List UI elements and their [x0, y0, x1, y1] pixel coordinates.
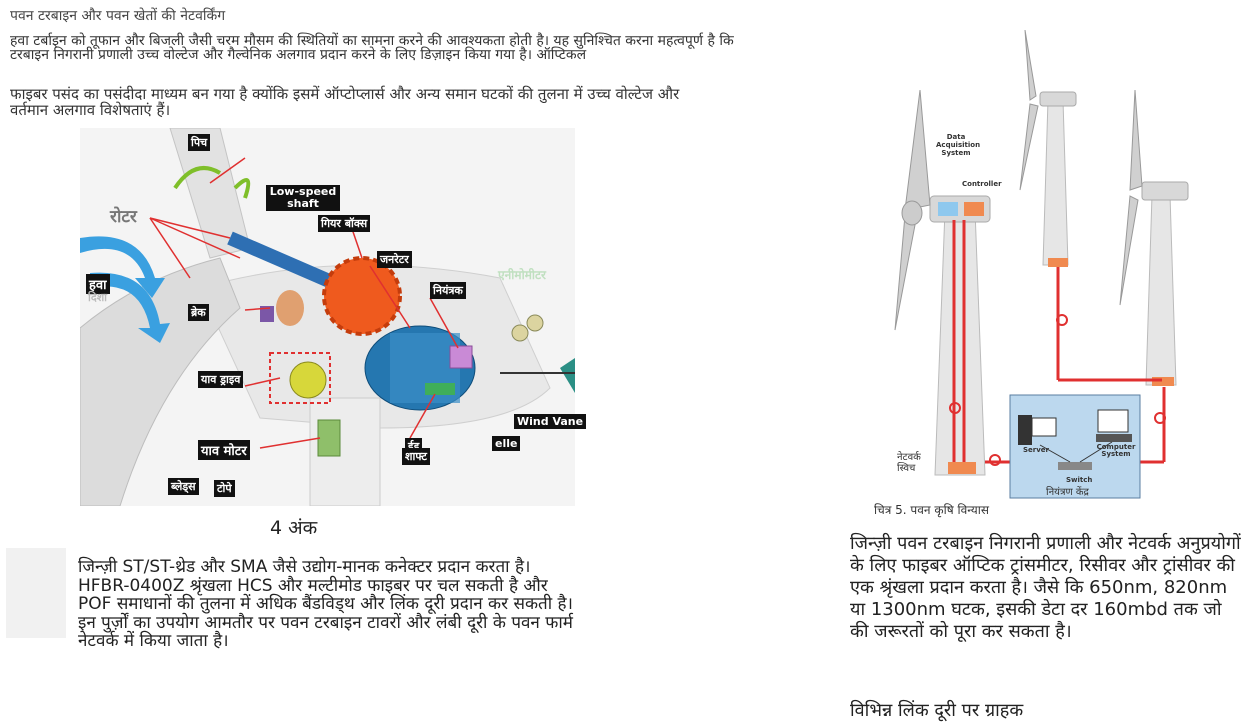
turbine-3-blade-top	[1129, 89, 1143, 191]
tower-3-shape	[1145, 194, 1177, 386]
label-high-speed-shaft: शाफ्ट	[402, 448, 430, 465]
link-server-switch	[1039, 444, 1071, 463]
turbine-1-blade-bottom	[894, 213, 916, 331]
label-brake: ब्रेक	[188, 304, 209, 321]
turbine-1-blade-top	[904, 89, 931, 211]
server-monitor-shape	[1031, 417, 1057, 437]
label-wind: हवा	[86, 274, 110, 294]
server-tower-shape	[1018, 415, 1032, 445]
wind-vane-shape	[560, 358, 575, 393]
high-speed-shaft-shape	[425, 383, 455, 395]
label-yaw-motor: याव मोटर	[198, 440, 250, 460]
wind-farm-illustration	[894, 29, 1189, 499]
turbine-2-blade-top	[1024, 29, 1037, 101]
anemometer-cup-shape	[526, 314, 544, 332]
tower-2-port-shape	[1048, 258, 1068, 267]
label-yaw-drive: याव ड्राइव	[198, 371, 244, 388]
turbine-2-blade-bottom	[1019, 103, 1039, 191]
pitch-arrow-shape-2	[233, 178, 251, 199]
tower-3-port-shape	[1152, 377, 1174, 386]
nacelle-2-shape	[1039, 91, 1077, 107]
switch-device-shape	[1058, 462, 1092, 470]
controller-box-shape	[964, 202, 984, 216]
intro-paragraph: हवा टर्बाइन को तूफान और बिजली जैसी चरम म…	[10, 33, 734, 63]
turbine-1-hub	[901, 200, 923, 226]
daq-box-shape	[938, 202, 958, 216]
label-server: Server	[1023, 446, 1050, 454]
fiber-loop-1	[949, 402, 961, 414]
yaw-drive-outline	[269, 352, 331, 404]
controller-box-shape	[449, 345, 473, 369]
label-switch: Switch	[1066, 476, 1093, 484]
label-controller: Controller	[962, 180, 1002, 188]
computer-keyboard-shape	[1096, 434, 1132, 442]
label-nacelle: elle	[492, 436, 521, 451]
decorative-watermark	[6, 548, 66, 638]
figure-5-wind-farm-diagram: Data Acquisition System Controller नेटवर…	[880, 29, 1215, 502]
brake-disc-shape	[276, 290, 304, 326]
wind-arrow-shape	[80, 236, 165, 298]
label-network-switch: नेटवर्क स्विच	[897, 452, 921, 474]
label-pitch: पिच	[188, 134, 211, 151]
tower-2-shape	[1042, 99, 1069, 266]
tower-shape	[309, 397, 381, 507]
label-computer-system: Computer System	[1096, 443, 1136, 458]
tower-1-shape	[934, 209, 986, 476]
link-distance-subheading: विभिन्न लिंक दूरी पर ग्राहक	[850, 700, 1024, 721]
pitch-arrow-shape	[173, 166, 222, 190]
computer-monitor-shape	[1097, 409, 1129, 433]
figure-4-nacelle-diagram: पिच रोटर Low-speed shaft गियर बॉक्स जनरे…	[79, 127, 587, 507]
fiber-loop-2	[989, 454, 1001, 466]
label-controller: नियंत्रक	[430, 282, 466, 299]
label-blades: ब्लेड्स	[168, 478, 199, 495]
turbine-3-blade-bottom	[1119, 195, 1139, 306]
label-low-speed-shaft: Low-speed shaft	[266, 185, 340, 211]
label-tower: टोपे	[214, 480, 235, 497]
yaw-gear-shape	[289, 361, 327, 399]
label-anemometer: एनीमोमीटर	[498, 268, 546, 282]
link-computer-switch	[1079, 441, 1113, 463]
label-wind-vane: Wind Vane	[514, 414, 587, 429]
network-switch-shape	[948, 462, 976, 474]
wind-arrow-shape-2	[90, 272, 170, 343]
figure-4-caption: 4 अंक	[270, 517, 318, 539]
figure-5-caption: चित्र 5. पवन कृषि विन्यास	[874, 503, 989, 517]
nacelle-3-shape	[1141, 181, 1189, 201]
label-wind-direction: दिशा	[88, 291, 108, 304]
fiber-loop-4	[1154, 412, 1166, 424]
gearbox-gear-shape	[322, 256, 402, 336]
label-daq: Data Acquisition System	[936, 133, 981, 157]
label-generator: जनरेटर	[377, 251, 412, 268]
label-control-center: नियंत्रण केंद्र	[1046, 487, 1089, 498]
label-rotor: रोटर	[110, 207, 137, 227]
brake-caliper-shape	[260, 306, 274, 322]
monitoring-paragraph: जिन्ज़ी पवन टरबाइन निगरानी प्रणाली और ने…	[850, 533, 1241, 642]
fiber-loop-3	[1056, 314, 1068, 326]
page-title: पवन टरबाइन और पवन खेतों की नेटवर्किंग	[10, 8, 226, 24]
connector-paragraph: जिन्ज़ी ST/ST-थ्रेड और SMA जैसे उद्योग-म…	[78, 557, 573, 651]
anemometer-cup-shape-2	[511, 324, 529, 342]
yaw-motor-shape	[317, 419, 341, 457]
intro-paragraph-continued: फाइबर पसंद का पसंदीदा माध्यम बन गया है क…	[10, 85, 680, 119]
label-gearbox: गियर बॉक्स	[318, 215, 371, 232]
